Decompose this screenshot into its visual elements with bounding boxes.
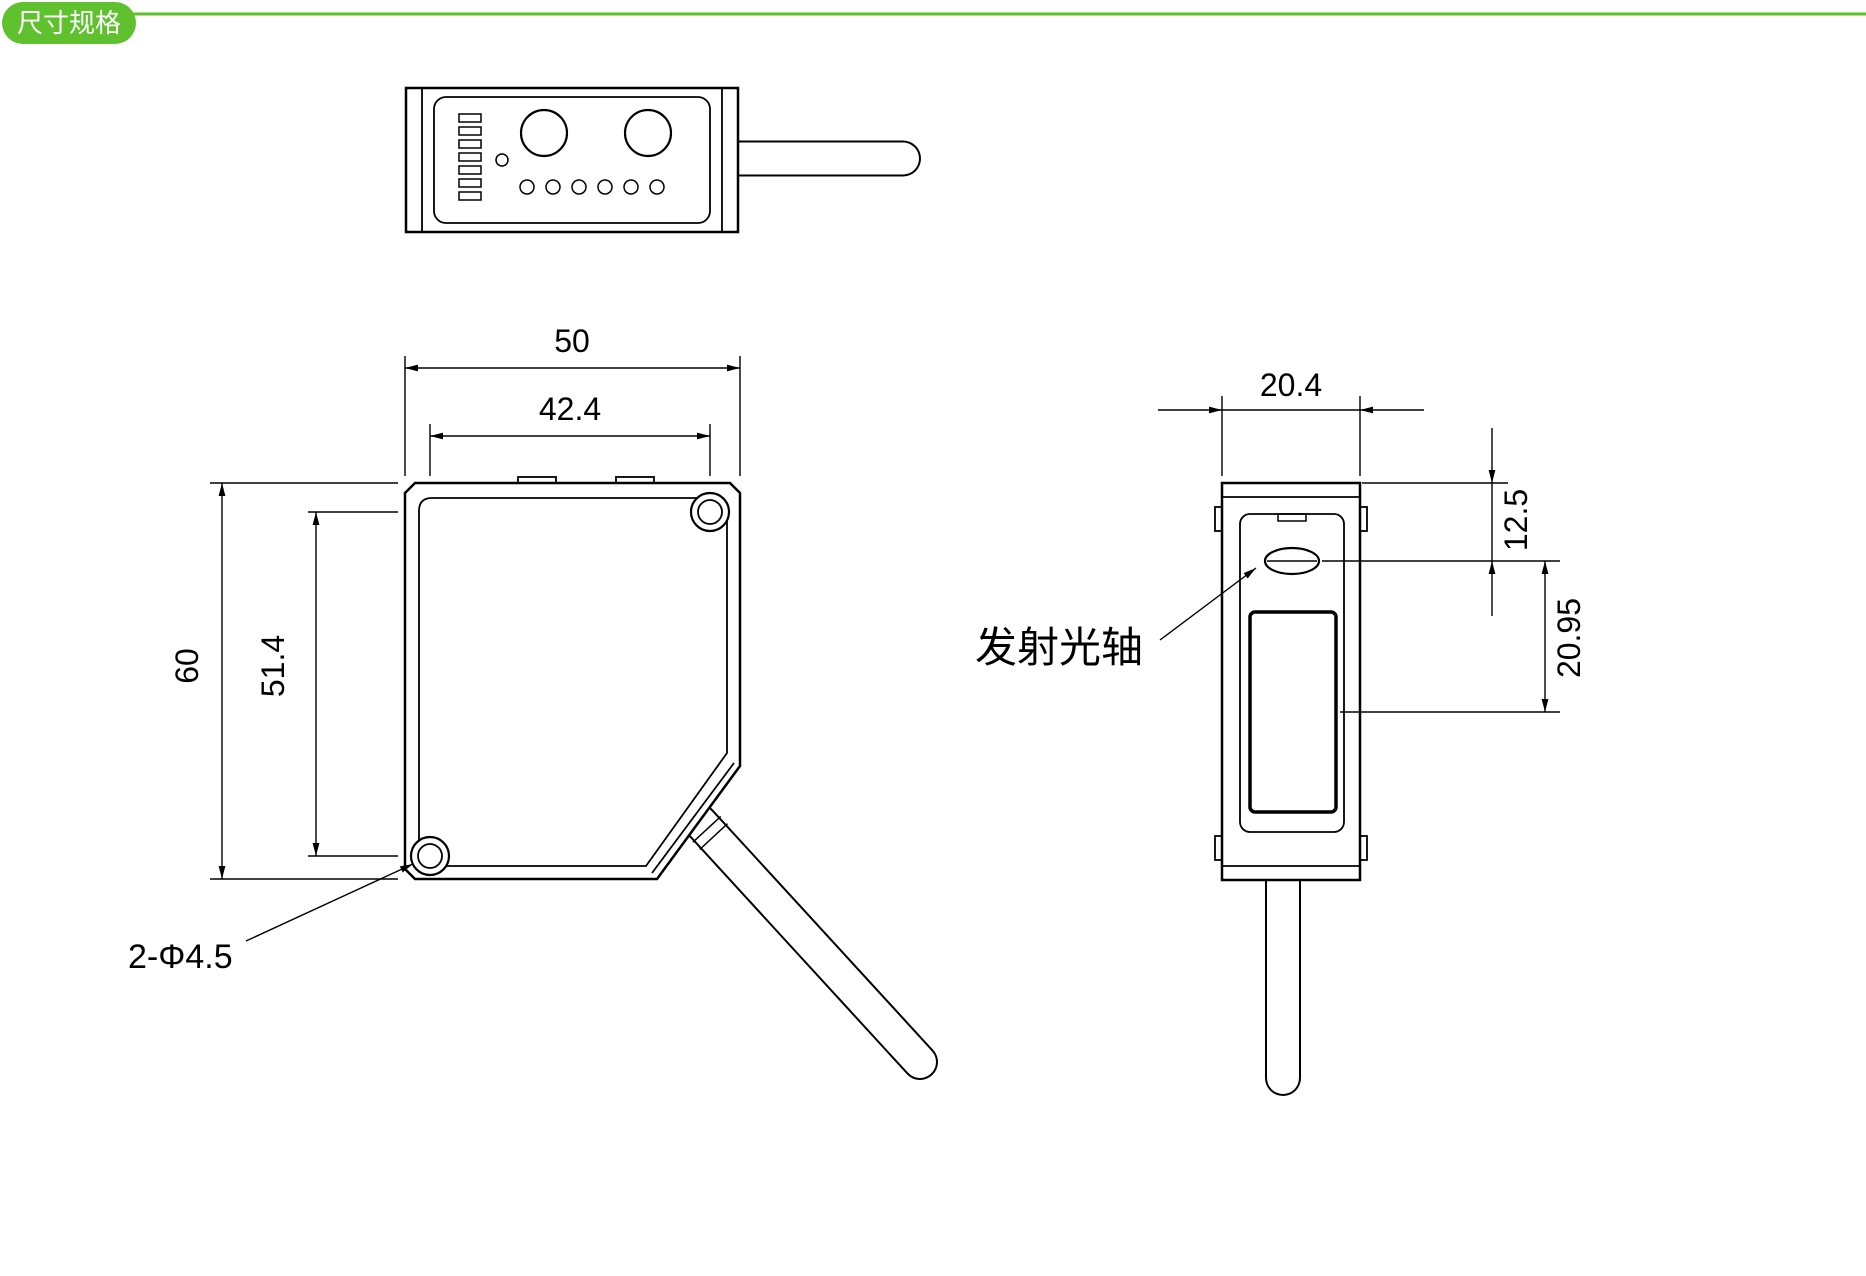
section-header: 尺寸规格	[2, 2, 1866, 44]
status-led-row	[519, 179, 665, 195]
top-view	[404, 86, 921, 234]
dim-front-width-outer: 50	[554, 323, 590, 359]
indicator-dot	[495, 153, 509, 167]
dim-front-width-inner: 42.4	[539, 391, 601, 427]
header-pill	[2, 2, 136, 44]
top-face-panel	[433, 96, 711, 224]
optical-axis-label: 发射光轴	[975, 624, 1143, 671]
top-body	[404, 86, 740, 234]
holes-leader-line	[245, 863, 414, 942]
side-view	[1214, 481, 1368, 1096]
lens-circle-right	[623, 108, 673, 158]
front-body	[403, 481, 742, 881]
front-cable	[684, 806, 936, 1078]
dim-mounting-holes: 2-Φ4.5	[128, 938, 233, 976]
panel-notch	[1277, 513, 1307, 522]
dim-side-top-to-axis: 12.5	[1498, 489, 1534, 551]
dim-front-height-inner: 51.4	[255, 635, 291, 697]
chamfer-inner-line	[651, 762, 735, 874]
cable-gland-ridge	[692, 815, 722, 843]
mounting-hole-top-right	[689, 491, 731, 533]
mounting-hole-bottom-left	[409, 835, 451, 877]
dimensions-side: 20.4 12.5 20.95 发射光轴	[975, 367, 1587, 713]
section-title: 尺寸规格	[17, 8, 121, 38]
led-bargraph	[458, 113, 482, 201]
dimensions-front: 50 42.4 60 51.4 2-Φ4.5	[128, 323, 741, 976]
front-view	[403, 476, 938, 1080]
dim-front-height-outer: 60	[169, 648, 205, 684]
dim-side-width: 20.4	[1260, 367, 1322, 403]
receiver-window	[1248, 610, 1338, 814]
lens-circle-left	[519, 108, 569, 158]
axis-leader-line	[1159, 567, 1257, 641]
dim-side-axis-to-window: 20.95	[1551, 598, 1587, 678]
cable-gland-ridge	[699, 823, 729, 851]
